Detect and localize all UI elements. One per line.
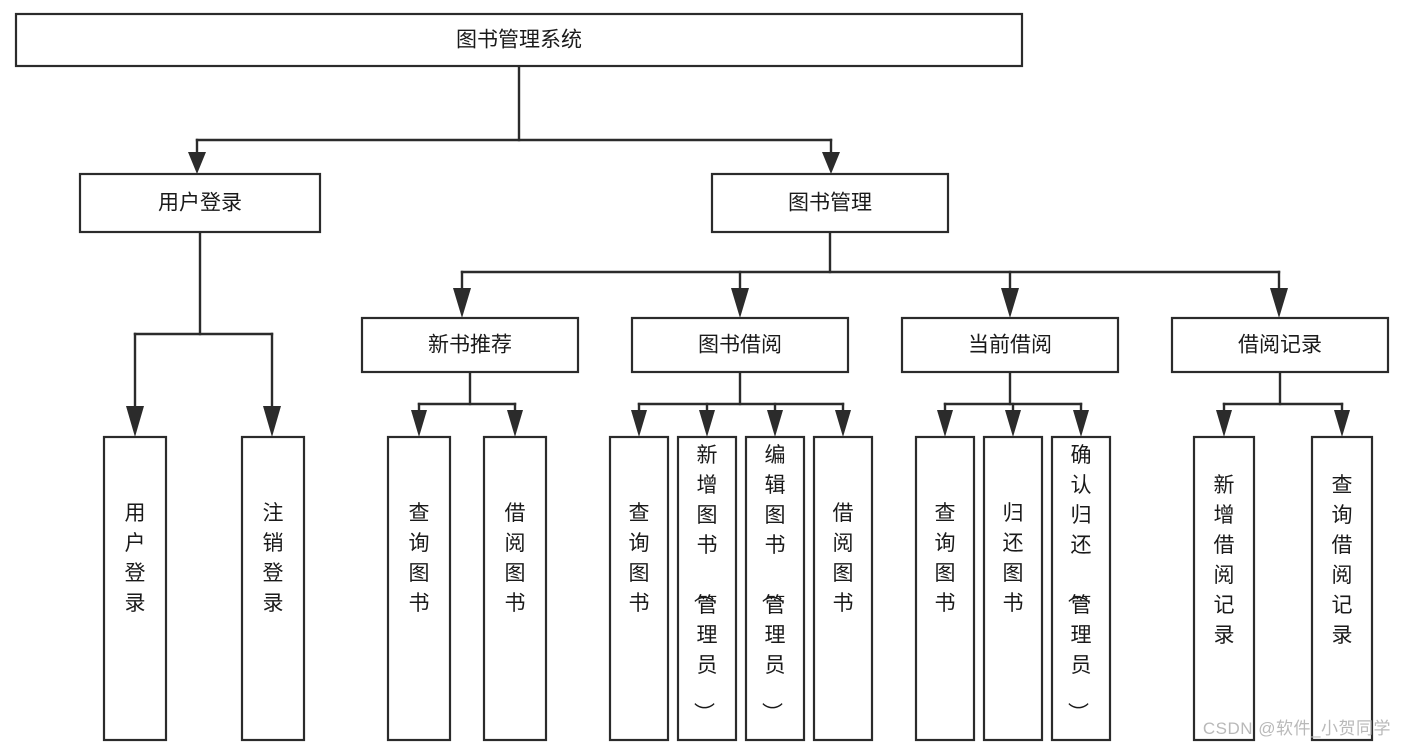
edge-group-current-borrow <box>937 370 1089 437</box>
node-leaf-borrow-book-2[interactable]: 借阅图书 <box>812 435 874 742</box>
node-leaf-return-book-label: 归还图书 <box>1003 502 1024 615</box>
arrow-head-bm-1 <box>453 288 471 318</box>
edge-group-book-borrow <box>631 370 851 437</box>
edge-group-root <box>188 64 840 174</box>
node-leaf-edit-book-rect[interactable] <box>744 435 806 742</box>
arrow-head-ul-1 <box>126 406 144 437</box>
node-user-login-label: 用户登录 <box>158 192 242 215</box>
node-leaf-add-book-rect[interactable] <box>676 435 738 742</box>
edge-group-user-login <box>126 230 281 437</box>
node-leaf-add-record-label: 新增借阅记录 <box>1214 474 1235 647</box>
arrow-head-bb-1 <box>631 410 647 437</box>
arrow-head-cb-3 <box>1073 410 1089 437</box>
arrow-head-bb-2 <box>699 410 715 437</box>
node-leaf-logout-rect[interactable] <box>240 435 306 742</box>
node-leaf-return-book-rect[interactable] <box>982 435 1044 742</box>
arrow-head-ul-2 <box>263 406 281 437</box>
node-new-book-recommend-rect[interactable] <box>360 316 580 374</box>
node-leaf-return-book[interactable]: 归还图书 <box>982 435 1044 742</box>
node-leaf-add-record-rect[interactable] <box>1192 435 1256 742</box>
edge-group-book-manage <box>453 230 1288 318</box>
arrow-head-bb-3 <box>767 410 783 437</box>
node-user-login-rect[interactable] <box>78 172 322 234</box>
node-leaf-logout[interactable]: 注销登录 <box>240 435 306 742</box>
arrow-head-nb-1 <box>411 410 427 437</box>
arrow-head-root-1 <box>188 152 206 174</box>
node-leaf-borrow-book-1-rect[interactable] <box>482 435 548 742</box>
edge-group-new-book <box>411 370 523 437</box>
node-root-rect[interactable] <box>14 12 1024 68</box>
node-leaf-logout-label: 注销登录 <box>263 502 284 615</box>
node-root-label: 图书管理系统 <box>456 29 582 52</box>
node-current-borrow[interactable]: 当前借阅 <box>900 316 1120 374</box>
node-leaf-add-book-label: 新增图书（管理员） <box>692 444 718 723</box>
node-leaf-query-record-label: 查询借阅记录 <box>1332 474 1353 647</box>
node-leaf-confirm-return[interactable]: 确认归还（管理员） <box>1050 435 1112 742</box>
node-leaf-edit-book[interactable]: 编辑图书（管理员） <box>744 435 806 742</box>
node-book-borrow[interactable]: 图书借阅 <box>630 316 850 374</box>
edge-group-borrow-record <box>1216 370 1350 437</box>
node-leaf-user-login[interactable]: 用户登录 <box>102 435 168 742</box>
node-leaf-query-book-2-label: 查询图书 <box>629 502 650 615</box>
arrow-head-bm-2 <box>731 288 749 318</box>
arrow-head-nb-2 <box>507 410 523 437</box>
node-leaf-add-record[interactable]: 新增借阅记录 <box>1192 435 1256 742</box>
node-user-login[interactable]: 用户登录 <box>78 172 322 234</box>
node-borrow-record-label: 借阅记录 <box>1238 334 1322 357</box>
node-new-book-recommend[interactable]: 新书推荐 <box>360 316 580 374</box>
node-leaf-borrow-book-2-label: 借阅图书 <box>833 502 854 615</box>
arrow-head-br-2 <box>1334 410 1350 437</box>
node-leaf-borrow-book-1[interactable]: 借阅图书 <box>482 435 548 742</box>
arrow-head-root-2 <box>822 152 840 174</box>
arrow-head-bb-4 <box>835 410 851 437</box>
node-leaf-query-book-3-label: 查询图书 <box>935 502 956 615</box>
node-leaf-query-book-1-label: 查询图书 <box>409 502 430 615</box>
arrow-head-bm-4 <box>1270 288 1288 318</box>
node-leaf-query-book-3[interactable]: 查询图书 <box>914 435 976 742</box>
node-leaf-query-book-1[interactable]: 查询图书 <box>386 435 452 742</box>
node-root[interactable]: 图书管理系统 <box>14 12 1024 68</box>
node-current-borrow-rect[interactable] <box>900 316 1120 374</box>
node-borrow-record-rect[interactable] <box>1170 316 1390 374</box>
arrow-head-br-1 <box>1216 410 1232 437</box>
node-leaf-confirm-return-label: 确认归还（管理员） <box>1066 444 1092 723</box>
arrow-head-bm-3 <box>1001 288 1019 318</box>
node-leaf-query-record-rect[interactable] <box>1310 435 1374 742</box>
csdn-watermark: CSDN @软件_小贺同学 <box>1202 719 1391 738</box>
node-leaf-query-book-2[interactable]: 查询图书 <box>608 435 670 742</box>
node-new-book-recommend-label: 新书推荐 <box>428 334 512 357</box>
node-leaf-add-book[interactable]: 新增图书（管理员） <box>676 435 738 742</box>
node-book-manage-rect[interactable] <box>710 172 950 234</box>
node-book-borrow-label: 图书借阅 <box>698 334 782 357</box>
node-book-borrow-rect[interactable] <box>630 316 850 374</box>
node-leaf-user-login-label: 用户登录 <box>125 502 146 615</box>
node-current-borrow-label: 当前借阅 <box>968 334 1052 357</box>
node-leaf-query-record[interactable]: 查询借阅记录 <box>1310 435 1374 742</box>
node-leaf-confirm-return-rect[interactable] <box>1050 435 1112 742</box>
node-leaf-user-login-rect[interactable] <box>102 435 168 742</box>
node-borrow-record[interactable]: 借阅记录 <box>1170 316 1390 374</box>
node-leaf-borrow-book-2-rect[interactable] <box>812 435 874 742</box>
node-book-manage[interactable]: 图书管理 <box>710 172 950 234</box>
node-leaf-query-book-1-rect[interactable] <box>386 435 452 742</box>
node-leaf-edit-book-label: 编辑图书（管理员） <box>760 444 786 723</box>
node-leaf-query-book-2-rect[interactable] <box>608 435 670 742</box>
arrow-head-cb-2 <box>1005 410 1021 437</box>
node-leaf-query-book-3-rect[interactable] <box>914 435 976 742</box>
arrow-head-cb-1 <box>937 410 953 437</box>
node-book-manage-label: 图书管理 <box>788 192 872 215</box>
node-leaf-borrow-book-1-label: 借阅图书 <box>505 502 526 615</box>
